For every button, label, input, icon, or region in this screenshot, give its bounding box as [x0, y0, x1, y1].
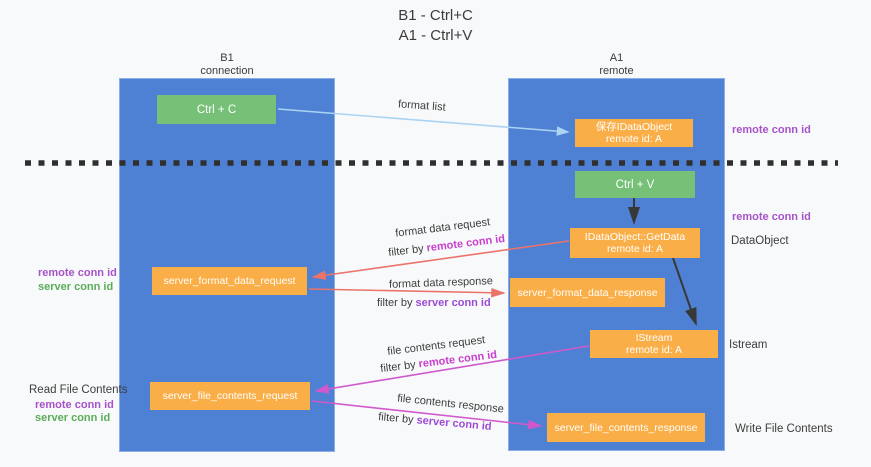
- ctrl-v-box: Ctrl + V: [575, 171, 695, 198]
- lane-a1-subtitle: remote: [599, 65, 634, 77]
- ctrl-c-label: Ctrl + C: [196, 103, 237, 116]
- server-file-contents-request-label: server_file_contents_request: [162, 390, 298, 402]
- format-list-label: format list: [397, 98, 447, 114]
- dataobject-label: DataObject: [731, 235, 789, 247]
- getdata-box: IDataObject::GetData remote id: A: [570, 228, 700, 258]
- lane-header-b1: B1 connection: [119, 52, 335, 78]
- left-server-conn-id-label-2: server conn id: [35, 412, 111, 424]
- read-file-contents-label: Read File Contents: [29, 384, 128, 396]
- filter-by-server-conn-id-label-1: filter by server conn id: [377, 297, 491, 309]
- filter-by-text: filter by: [377, 411, 418, 427]
- right-remote-conn-id-label-2: remote conn id: [732, 211, 811, 223]
- server-conn-id-text: server conn id: [415, 297, 491, 309]
- server-format-data-response-box: server_format_data_response: [510, 278, 665, 307]
- lane-b1-title: B1: [220, 52, 234, 64]
- file-contents-response-label: file contents response: [396, 392, 505, 416]
- server-file-contents-request-box: server_file_contents_request: [150, 382, 310, 410]
- server-format-data-request-box: server_format_data_request: [152, 267, 307, 295]
- server-format-data-request-label: server_format_data_request: [163, 275, 296, 287]
- getdata-line1: IDataObject::GetData: [584, 230, 686, 243]
- filter-by-text: filter by: [377, 297, 416, 309]
- right-remote-conn-id-label-1: remote conn id: [732, 124, 811, 136]
- save-dataobject-box: 保存IDataObject remote id: A: [575, 119, 693, 147]
- server-file-contents-response-box: server_file_contents_response: [547, 413, 705, 442]
- ctrl-c-box: Ctrl + C: [157, 95, 276, 124]
- filter-by-server-conn-id-label-2: filter by server conn id: [378, 411, 492, 433]
- title-line-b1: B1 - Ctrl+C: [398, 7, 473, 24]
- lane-a1-title: A1: [609, 52, 624, 64]
- left-server-conn-id-label-1: server conn id: [38, 281, 114, 293]
- write-file-contents-label: Write File Contents: [735, 423, 833, 435]
- remote-conn-id-text: remote conn id: [425, 232, 506, 255]
- ctrl-v-label: Ctrl + V: [615, 178, 655, 191]
- server-conn-id-text: server conn id: [416, 414, 493, 433]
- istream-box: IStream remote id: A: [590, 330, 718, 358]
- diagram-title: B1 - Ctrl+C A1 - Ctrl+V: [0, 6, 871, 46]
- save-dataobject-line2: remote id: A: [605, 133, 663, 145]
- lane-header-a1: A1 remote: [508, 52, 725, 78]
- server-format-data-response-label: server_format_data_response: [517, 286, 658, 299]
- left-remote-conn-id-label-1: remote conn id: [38, 267, 117, 279]
- server-file-contents-response-label: server_file_contents_response: [554, 421, 698, 434]
- title-line-a1: A1 - Ctrl+V: [398, 27, 473, 44]
- istream-line1: IStream: [635, 331, 673, 344]
- istream-line2: remote id: A: [625, 344, 683, 356]
- filter-by-text: filter by: [379, 358, 420, 376]
- left-remote-conn-id-label-2: remote conn id: [35, 399, 114, 411]
- save-dataobject-line1: 保存IDataObject: [595, 120, 673, 133]
- getdata-line2: remote id: A: [606, 243, 664, 255]
- istream-side-label: Istream: [729, 339, 768, 351]
- format-data-response-label: format data response: [388, 275, 494, 291]
- filter-by-text: filter by: [387, 242, 428, 260]
- lane-b1-subtitle: connection: [200, 65, 254, 77]
